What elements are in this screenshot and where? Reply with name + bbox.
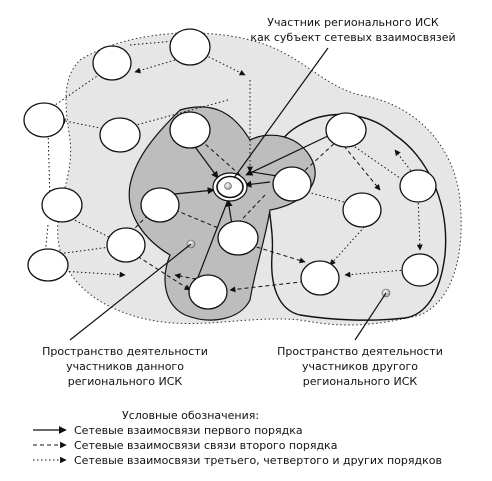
participant-node bbox=[188, 274, 228, 310]
legend-title: Условные обозначения: bbox=[122, 409, 260, 422]
own-space-label-line: регионального ИСК bbox=[67, 375, 183, 388]
participant-node bbox=[401, 253, 439, 287]
participant-node bbox=[399, 169, 437, 203]
dashed-arrow-icon bbox=[33, 441, 67, 449]
participant-node bbox=[342, 192, 382, 228]
participant-label-line: как субъект сетевых взаимосвязей bbox=[250, 31, 456, 44]
legend: Условные обозначения: Сетевые взаимосвяз… bbox=[32, 408, 482, 468]
other-space-label-line: Пространство деятельности bbox=[277, 345, 443, 358]
participant-node bbox=[169, 28, 211, 66]
central-participant bbox=[212, 172, 248, 202]
participant-node bbox=[23, 102, 65, 138]
other-space-label: Пространство деятельности участников дру… bbox=[255, 344, 465, 389]
legend-item-label: Сетевые взаимосвязи связи второго порядк… bbox=[74, 439, 338, 452]
dotted-arrow-icon bbox=[33, 456, 67, 464]
legend-item-label: Сетевые взаимосвязи первого порядка bbox=[74, 424, 303, 437]
participant-node bbox=[300, 260, 340, 296]
legend-item-label: Сетевые взаимосвязи третьего, четвертого… bbox=[74, 454, 442, 467]
own-space-label: Пространство деятельности участников дан… bbox=[20, 344, 230, 389]
participant-label: Участник регионального ИСК как субъект с… bbox=[248, 15, 458, 45]
own-space-label-line: участников данного bbox=[66, 360, 184, 373]
pointer-lines bbox=[69, 47, 387, 341]
participant-node bbox=[92, 45, 132, 81]
participant-nodes bbox=[23, 28, 439, 310]
solid-arrow-icon bbox=[33, 426, 67, 434]
participant-node bbox=[169, 111, 211, 149]
participant-node bbox=[325, 112, 367, 148]
other-space-label-line: участников другого bbox=[301, 360, 418, 373]
other-space-label-line: регионального ИСК bbox=[302, 375, 418, 388]
own-space-label-line: Пространство деятельности bbox=[42, 345, 208, 358]
legend-item-third-order: Сетевые взаимосвязи третьего, четвертого… bbox=[32, 453, 482, 468]
participant-node bbox=[217, 220, 259, 256]
participant-node bbox=[99, 117, 141, 153]
connections-dashed bbox=[119, 134, 381, 293]
participant-node bbox=[27, 248, 69, 282]
participant-node bbox=[140, 187, 180, 223]
participant-node bbox=[106, 227, 146, 263]
legend-item-first-order: Сетевые взаимосвязи первого порядка bbox=[32, 423, 482, 438]
participant-node bbox=[41, 187, 83, 223]
participant-node bbox=[272, 166, 312, 202]
participant-label-line: Участник регионального ИСК bbox=[267, 16, 439, 29]
legend-item-second-order: Сетевые взаимосвязи связи второго порядк… bbox=[32, 438, 482, 453]
